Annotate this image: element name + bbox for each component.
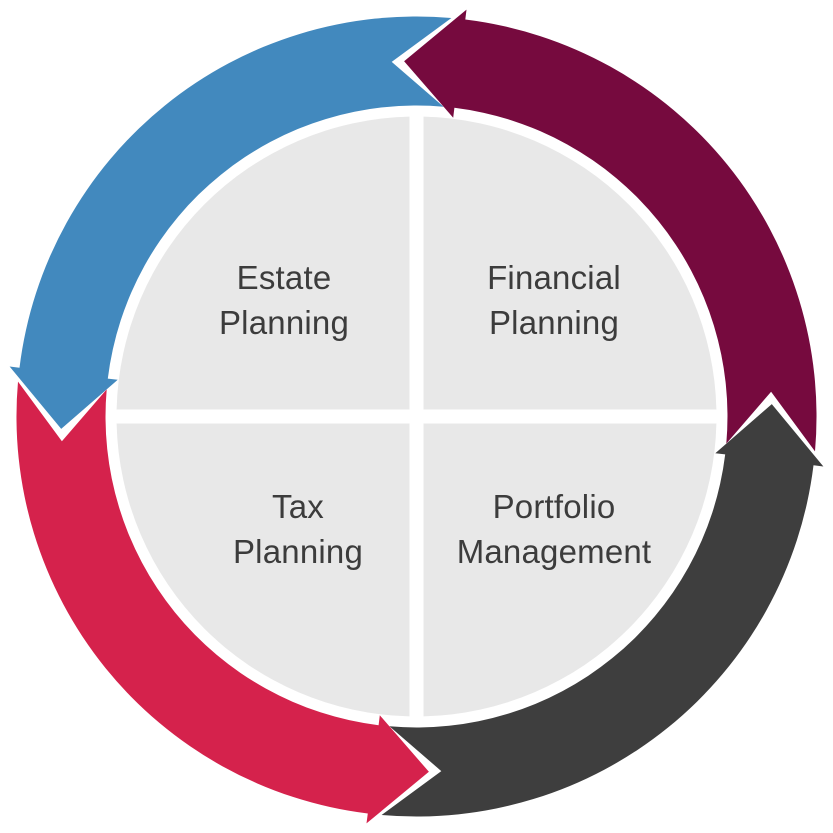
quadrant-top-right-bg	[423, 116, 717, 410]
top-left-arrow-icon	[9, 16, 452, 429]
bottom-right-arrow-icon	[381, 404, 824, 817]
label-line: Planning	[232, 533, 364, 570]
quadrant-bottom-right-bg	[423, 423, 717, 717]
label-portfolio-management: Portfolio Management	[457, 484, 652, 574]
label-line: Planning	[218, 304, 350, 341]
label-line: Portfolio	[492, 488, 616, 525]
label-estate-planning: Estate Planning	[219, 255, 349, 345]
quadrant-bottom-left-bg	[116, 423, 410, 717]
bottom-left-arrow-icon	[16, 381, 429, 824]
label-line: Estate	[236, 259, 332, 296]
label-line: Financial	[487, 259, 621, 296]
label-tax-planning: Tax Planning	[233, 484, 363, 574]
label-line: Planning	[488, 304, 620, 341]
label-line: Tax	[272, 488, 324, 525]
label-financial-planning: Financial Planning	[487, 255, 621, 345]
label-line: Management	[456, 533, 652, 570]
quadrant-top-left-bg	[116, 116, 410, 410]
top-right-arrow-icon	[404, 9, 817, 452]
